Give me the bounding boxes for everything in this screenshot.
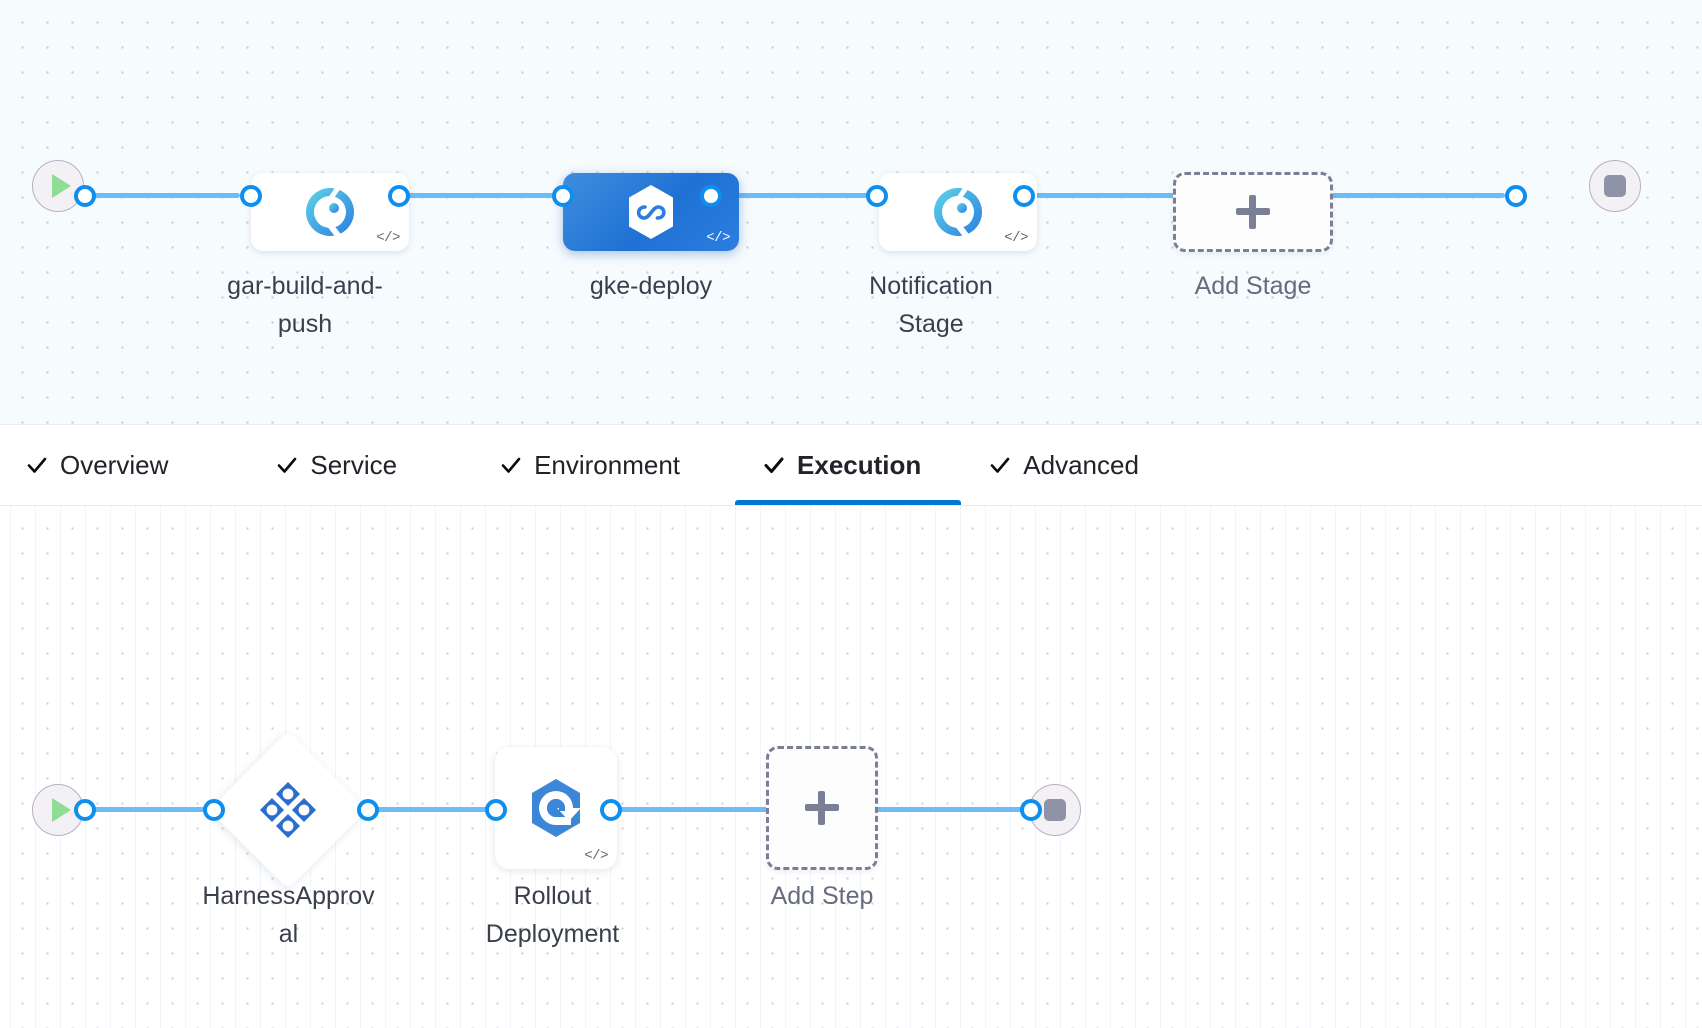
edge-step-1-to-step-2 — [368, 807, 514, 812]
port-step-start-out[interactable] — [74, 799, 96, 821]
edge-stage-2-to-stage-3 — [700, 193, 868, 198]
tab-advanced-label: Advanced — [1023, 449, 1139, 480]
harness-approval-diamond-icon — [260, 782, 316, 838]
harness-ci-radar-icon — [306, 186, 354, 239]
stage-label-notification-stage: Notification Stage — [869, 272, 993, 338]
tab-environment-label: Environment — [534, 449, 681, 480]
tab-service[interactable]: Service — [248, 425, 472, 505]
port-step-2-in[interactable] — [485, 799, 507, 821]
stage-label-gke-deploy: gke-deploy — [589, 272, 713, 300]
step-label-harness-approval: HarnessApprov al — [202, 882, 375, 948]
check-icon — [500, 454, 522, 476]
port-stage-1-out[interactable] — [388, 185, 410, 207]
step-label-rollout-deployment: Rollout Deployment — [485, 882, 620, 948]
stage-start-node[interactable] — [32, 160, 84, 212]
k8s-rollout-hexagon-icon — [532, 779, 581, 837]
add-step-label: Add Step — [770, 882, 874, 910]
stage-code-mark: </> — [1004, 230, 1028, 246]
edge-start-to-stage-1 — [75, 193, 240, 198]
port-stage-1-in[interactable] — [240, 185, 262, 207]
plus-icon — [805, 791, 839, 825]
port-stage-2-in[interactable] — [552, 185, 574, 207]
stage-graph-canvas[interactable]: </> gar-build-and- push </> gke-deploy — [0, 0, 1702, 424]
stage-code-mark: </> — [376, 230, 400, 246]
execution-graph-canvas[interactable]: HarnessApprov al </> Rollout Deployment … — [0, 506, 1702, 1028]
tab-overview-label: Overview — [60, 449, 169, 480]
tab-execution[interactable]: Execution — [735, 425, 962, 505]
step-start-node[interactable] — [32, 784, 84, 836]
port-stage-3-out[interactable] — [1013, 185, 1035, 207]
plus-icon — [1236, 195, 1270, 229]
edge-add-step-to-end — [876, 807, 1031, 812]
stage-config-tabs: Overview Service Environment Execution A — [0, 424, 1702, 506]
tab-advanced[interactable]: Advanced — [961, 425, 1167, 505]
port-step-end-in[interactable] — [1020, 799, 1042, 821]
stage-label-gar-build-and-push: gar-build-and- push — [227, 272, 383, 338]
stop-icon — [1044, 799, 1066, 821]
tab-execution-label: Execution — [797, 449, 922, 480]
port-step-2-out[interactable] — [600, 799, 622, 821]
harness-ci-radar-icon — [934, 186, 982, 239]
tab-environment[interactable]: Environment — [472, 425, 735, 505]
stop-icon — [1604, 175, 1626, 197]
step-code-mark: </> — [584, 848, 608, 864]
stage-code-mark: </> — [706, 230, 730, 246]
port-stage-end-in[interactable] — [1505, 185, 1527, 207]
edge-stage-1-to-stage-2 — [388, 193, 558, 198]
edge-step-2-to-add-step — [610, 807, 770, 812]
check-icon — [763, 454, 785, 476]
check-icon — [989, 454, 1011, 476]
edge-start-to-step-1 — [75, 807, 225, 812]
play-icon — [51, 174, 71, 198]
port-step-1-out[interactable] — [357, 799, 379, 821]
harness-hexagon-infinity-icon — [629, 185, 673, 239]
edge-stage-3-to-add-stage — [1013, 193, 1183, 198]
edge-add-stage-to-end — [1330, 193, 1505, 198]
add-stage-label: Add Stage — [1194, 272, 1312, 300]
step-node-rollout-deployment[interactable]: </> — [495, 747, 617, 869]
stage-node-gar-build-and-push[interactable]: </> — [251, 173, 409, 251]
step-node-harness-approval-inner — [232, 754, 344, 866]
port-stage-2-out[interactable] — [700, 185, 722, 207]
tab-service-label: Service — [310, 449, 398, 480]
stage-end-node[interactable] — [1589, 160, 1641, 212]
stage-node-notification-stage[interactable]: </> — [879, 173, 1037, 251]
check-icon — [26, 454, 48, 476]
add-stage-button[interactable] — [1173, 172, 1333, 252]
play-icon — [51, 798, 71, 822]
port-step-1-in[interactable] — [203, 799, 225, 821]
add-step-button[interactable] — [766, 746, 878, 870]
step-node-harness-approval[interactable] — [208, 730, 368, 890]
port-stage-3-in[interactable] — [866, 185, 888, 207]
check-icon — [276, 454, 298, 476]
tab-overview[interactable]: Overview — [0, 425, 248, 505]
port-stage-start-out[interactable] — [74, 185, 96, 207]
